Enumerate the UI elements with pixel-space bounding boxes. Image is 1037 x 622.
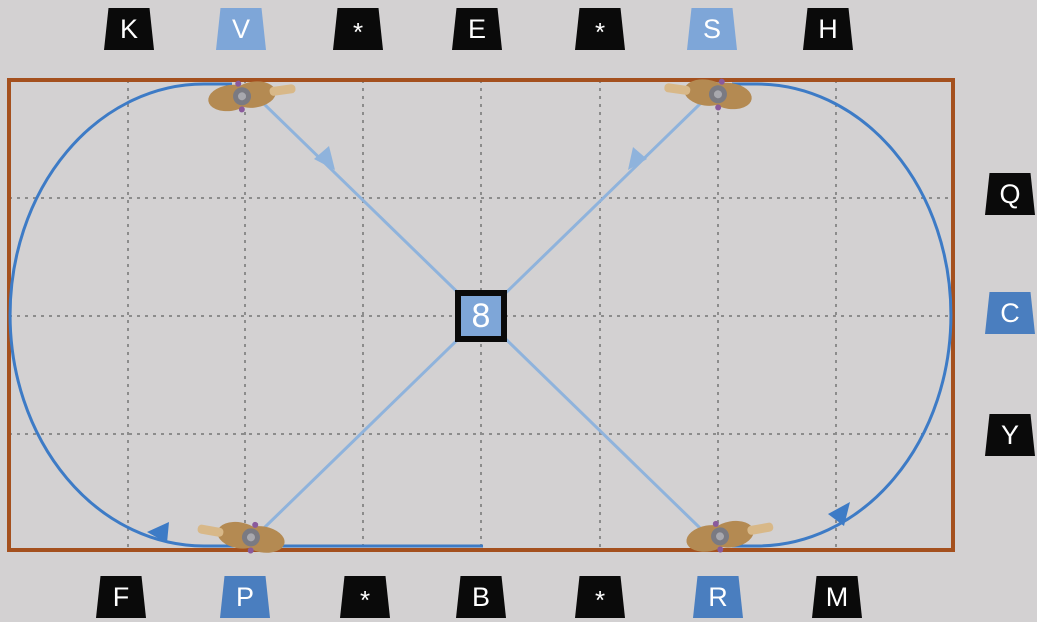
horse-icon	[662, 71, 754, 115]
marker-f: F	[96, 576, 146, 618]
marker-r: R	[693, 576, 743, 618]
marker-v: V	[216, 8, 266, 50]
marker-b: B	[456, 576, 506, 618]
marker-m: M	[812, 576, 862, 618]
direction-arrow-icon	[828, 502, 850, 526]
marker-star: *	[340, 576, 390, 618]
marker-p: P	[220, 576, 270, 618]
marker-c: C	[985, 292, 1035, 334]
marker-star: *	[333, 8, 383, 50]
center-marker: 8	[455, 290, 507, 342]
marker-e: E	[452, 8, 502, 50]
marker-star: *	[575, 576, 625, 618]
direction-arrow-icon	[314, 146, 335, 170]
center-marker-label: 8	[461, 296, 501, 336]
marker-k: K	[104, 8, 154, 50]
marker-h: H	[803, 8, 853, 50]
marker-y: Y	[985, 414, 1035, 456]
marker-star: *	[575, 8, 625, 50]
marker-q: Q	[985, 173, 1035, 215]
marker-s: S	[687, 8, 737, 50]
